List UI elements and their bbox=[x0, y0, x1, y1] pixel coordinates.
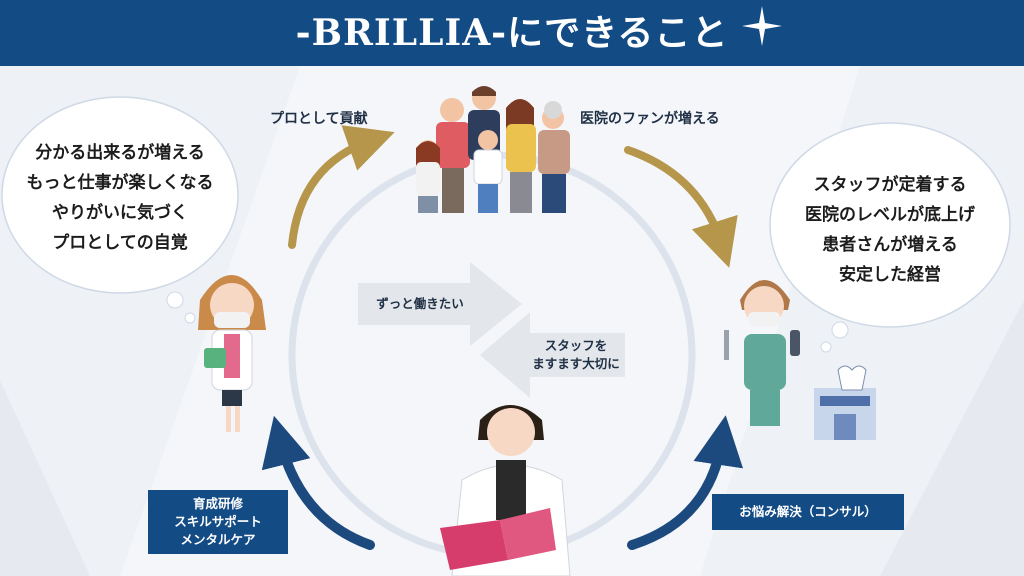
right-cloud-text: スタッフが定着する 医院のレベルが底上げ 患者さんが増える 安定した経営 bbox=[780, 170, 1000, 290]
left-arrow-line: ますます大切に bbox=[532, 356, 620, 371]
doctor-illustration bbox=[440, 405, 571, 576]
left-cloud-text: 分かる出来るが増える もっと仕事が楽しくなる やりがいに気づく プロとしての自覚 bbox=[14, 138, 226, 258]
clinic-building-icon bbox=[814, 365, 876, 440]
right-thought-cloud bbox=[769, 122, 1011, 353]
left-arrow-line: スタッフを bbox=[544, 338, 608, 353]
left-arrow-label: スタッフを ますます大切に bbox=[528, 337, 624, 373]
training-line: スキルサポート bbox=[174, 514, 262, 529]
header-bar bbox=[0, 0, 1024, 66]
consulting-box: お悩み解決（コンサル） bbox=[712, 494, 904, 530]
right-arrow-label: ずっと働きたい bbox=[376, 296, 464, 311]
label-clinic-fans: 医院のファンが増える bbox=[580, 111, 720, 127]
nurse-illustration bbox=[198, 275, 266, 432]
right-cloud-line: 患者さんが増える bbox=[822, 235, 958, 255]
gold-arrow-left bbox=[288, 125, 395, 249]
page-title: -BRILLIA-にできること bbox=[295, 12, 729, 54]
training-box: 育成研修 スキルサポート メンタルケア bbox=[148, 490, 288, 554]
left-cloud-line: プロとしての自覚 bbox=[52, 233, 188, 253]
training-line: 育成研修 bbox=[192, 496, 243, 511]
navy-arrow-right bbox=[627, 415, 744, 550]
left-cloud-line: やりがいに気づく bbox=[52, 203, 188, 223]
right-cloud-line: 医院のレベルが底上げ bbox=[805, 205, 975, 225]
family-illustration bbox=[416, 86, 570, 213]
left-cloud-line: 分かる出来るが増える bbox=[35, 143, 205, 163]
left-thought-cloud bbox=[1, 96, 239, 324]
label-pro-contribution: プロとして貢献 bbox=[270, 111, 368, 127]
left-block-arrow bbox=[480, 312, 625, 398]
right-block-arrow bbox=[358, 262, 522, 346]
gold-arrow-right bbox=[624, 146, 738, 268]
right-cloud-line: 安定した経営 bbox=[839, 265, 941, 285]
training-line: メンタルケア bbox=[180, 532, 256, 547]
left-cloud-line: もっと仕事が楽しくなる bbox=[26, 173, 214, 193]
navy-arrow-left bbox=[261, 415, 375, 550]
right-cloud-line: スタッフが定着する bbox=[813, 175, 967, 195]
consulting-label: お悩み解決（コンサル） bbox=[739, 504, 877, 519]
sparkle-icon bbox=[742, 6, 782, 46]
staff-illustration bbox=[724, 280, 800, 426]
